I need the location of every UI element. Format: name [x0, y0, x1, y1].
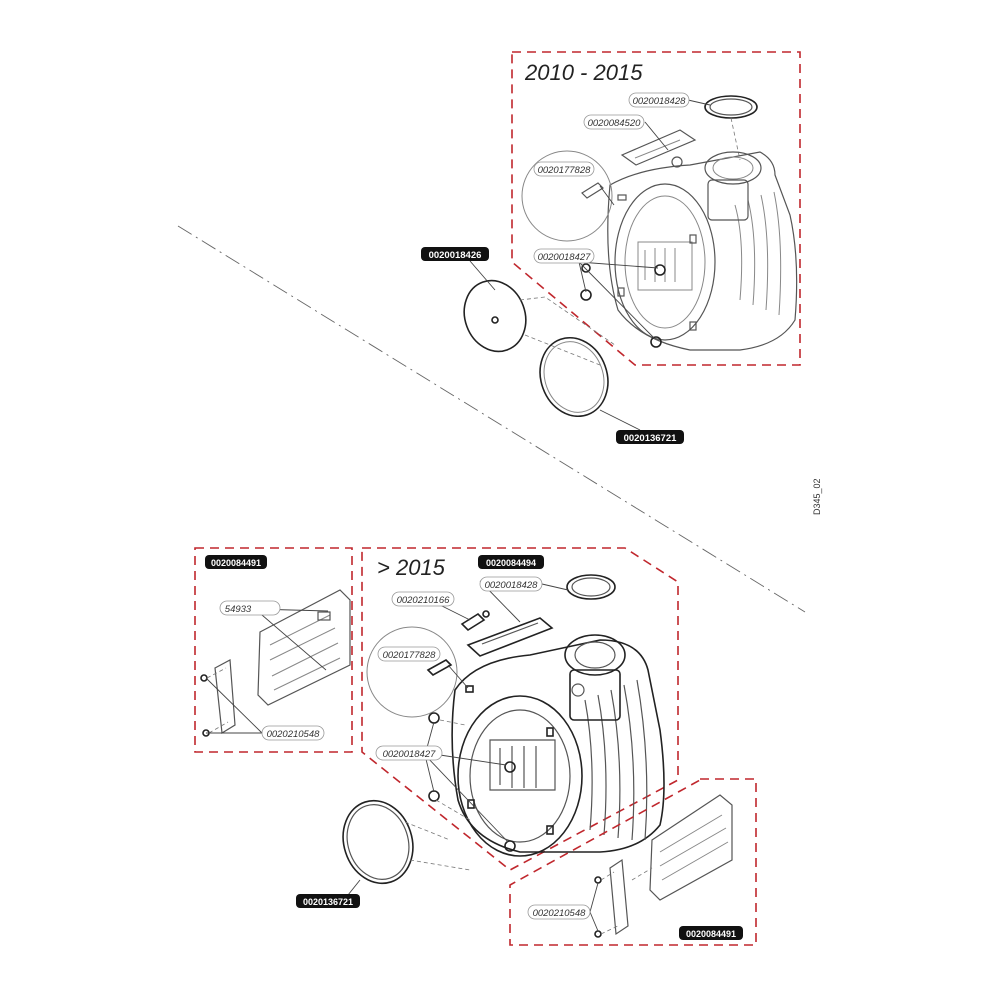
label-lower-sensor: 0020177828: [377, 646, 441, 662]
upper-boiler-body: [607, 129, 798, 351]
label-lower-nut: 0020018427: [375, 745, 443, 761]
upper-nuts: [580, 263, 662, 348]
label-left-part: 54933: [219, 600, 281, 616]
drawing-code: D345_02: [812, 478, 822, 515]
label-upper-cover: 0020084520: [583, 114, 645, 130]
lower-clip: [460, 610, 490, 632]
svg-text:54933: 54933: [225, 604, 252, 615]
svg-text:0020136721: 0020136721: [624, 433, 678, 444]
svg-text:0020136721: 0020136721: [303, 897, 353, 907]
svg-text:0020084494: 0020084494: [486, 558, 536, 568]
lower-seal: [342, 799, 414, 885]
svg-text:0020177828: 0020177828: [538, 165, 592, 176]
label-right-panel: 0020084491: [679, 926, 743, 940]
upper-seal: [539, 336, 609, 418]
svg-text:0020210166: 0020210166: [397, 595, 451, 606]
right-side-panel: [594, 794, 733, 938]
svg-text:0020177828: 0020177828: [383, 650, 437, 661]
svg-text:0020018427: 0020018427: [383, 749, 437, 760]
svg-text:0020084491: 0020084491: [686, 929, 736, 939]
label-upper-disc: 0020018426: [421, 247, 489, 261]
label-lower-gasket-ring: 0020018428: [479, 576, 543, 592]
label-lower-seal: 0020136721: [296, 894, 360, 908]
label-upper-nut: 0020018427: [533, 248, 595, 264]
lower-nuts: [428, 712, 516, 852]
lower-group-frame: [361, 547, 679, 871]
label-lower-cover: 0020084494: [478, 555, 544, 569]
svg-text:0020084520: 0020084520: [588, 118, 642, 129]
svg-text:0020018428: 0020018428: [633, 96, 687, 107]
label-upper-sensor: 0020177828: [533, 161, 595, 177]
lower-boiler-body: [451, 617, 665, 857]
upper-gasket-ring: [704, 95, 758, 161]
lower-gasket-ring: [566, 574, 616, 600]
svg-text:0020018428: 0020018428: [485, 580, 539, 591]
upper-group-frame: [511, 51, 801, 366]
lower-sensor-detail: [366, 626, 469, 718]
upper-disc: [463, 279, 527, 353]
label-left-screw: 0020210548: [261, 725, 325, 741]
label-lower-clip: 0020210166: [391, 591, 455, 607]
label-left-panel: 0020084491: [205, 555, 267, 569]
label-upper-gasket-ring: 0020018428: [628, 92, 690, 108]
svg-text:0020210548: 0020210548: [533, 908, 587, 919]
left-panel-frame: [194, 547, 353, 753]
svg-text:0020084491: 0020084491: [211, 558, 261, 568]
lower-group-heading: > 2015: [377, 555, 446, 580]
upper-group-heading: 2010 - 2015: [524, 60, 643, 85]
label-right-screw: 0020210548: [527, 904, 591, 920]
upper-sensor-detail: [521, 150, 615, 242]
svg-text:0020018427: 0020018427: [538, 252, 592, 263]
right-panel-frame: [509, 778, 757, 946]
svg-text:0020210548: 0020210548: [267, 729, 321, 740]
label-upper-seal: 0020136721: [616, 430, 684, 444]
svg-text:0020018426: 0020018426: [429, 250, 482, 261]
left-side-panel: [200, 589, 351, 737]
center-axis-line: [177, 225, 806, 613]
